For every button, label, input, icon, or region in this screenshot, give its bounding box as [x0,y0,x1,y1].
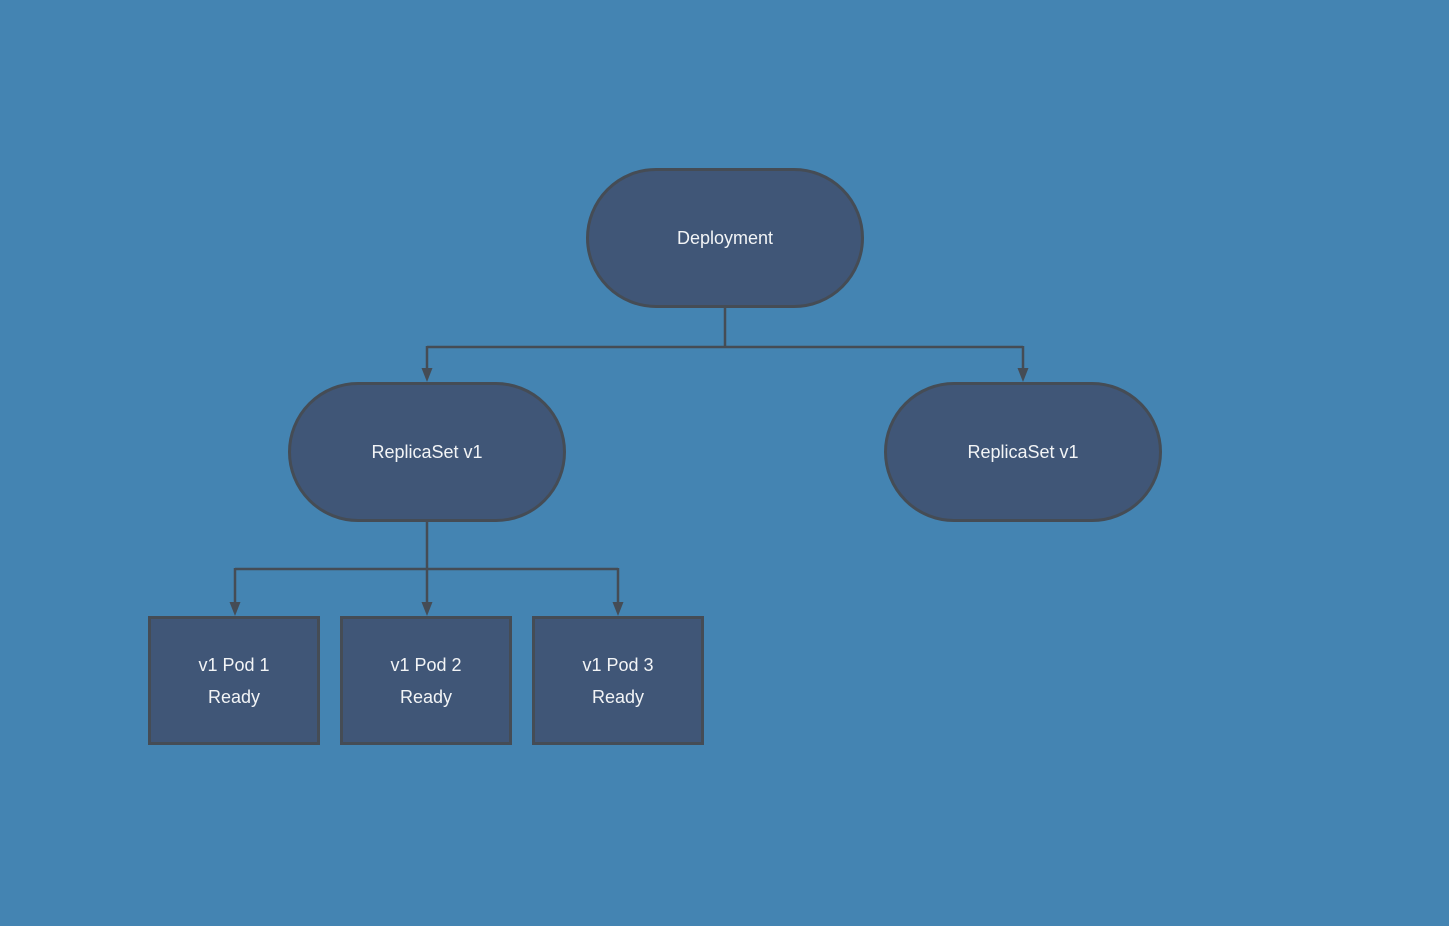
node-deployment-label: Deployment [676,227,774,248]
node-pod-3: v1 Pod 3 Ready [532,616,704,745]
pod-title: v1 Pod 3 [582,654,654,675]
node-pod-1: v1 Pod 1 Ready [148,616,320,745]
arrowhead-icon [421,368,433,382]
pod-status: Ready [207,686,261,707]
node-replicaset-left: ReplicaSet v1 [288,382,566,522]
pod-title: v1 Pod 1 [198,654,270,675]
pod-title: v1 Pod 2 [390,654,462,675]
node-replicaset-right: ReplicaSet v1 [884,382,1162,522]
arrowhead-icon [612,602,624,616]
node-pod-2: v1 Pod 2 Ready [340,616,512,745]
node-replicaset-right-label: ReplicaSet v1 [967,441,1079,462]
arrowhead-icon [421,602,433,616]
node-replicaset-left-label: ReplicaSet v1 [371,441,483,462]
connector-replicaset-to-pods [229,522,624,616]
pod-status: Ready [591,686,645,707]
arrowhead-icon [1017,368,1029,382]
pod-status: Ready [399,686,453,707]
node-deployment: Deployment [586,168,864,308]
arrowhead-icon [229,602,241,616]
connector-deployment-to-replicasets [421,308,1029,382]
